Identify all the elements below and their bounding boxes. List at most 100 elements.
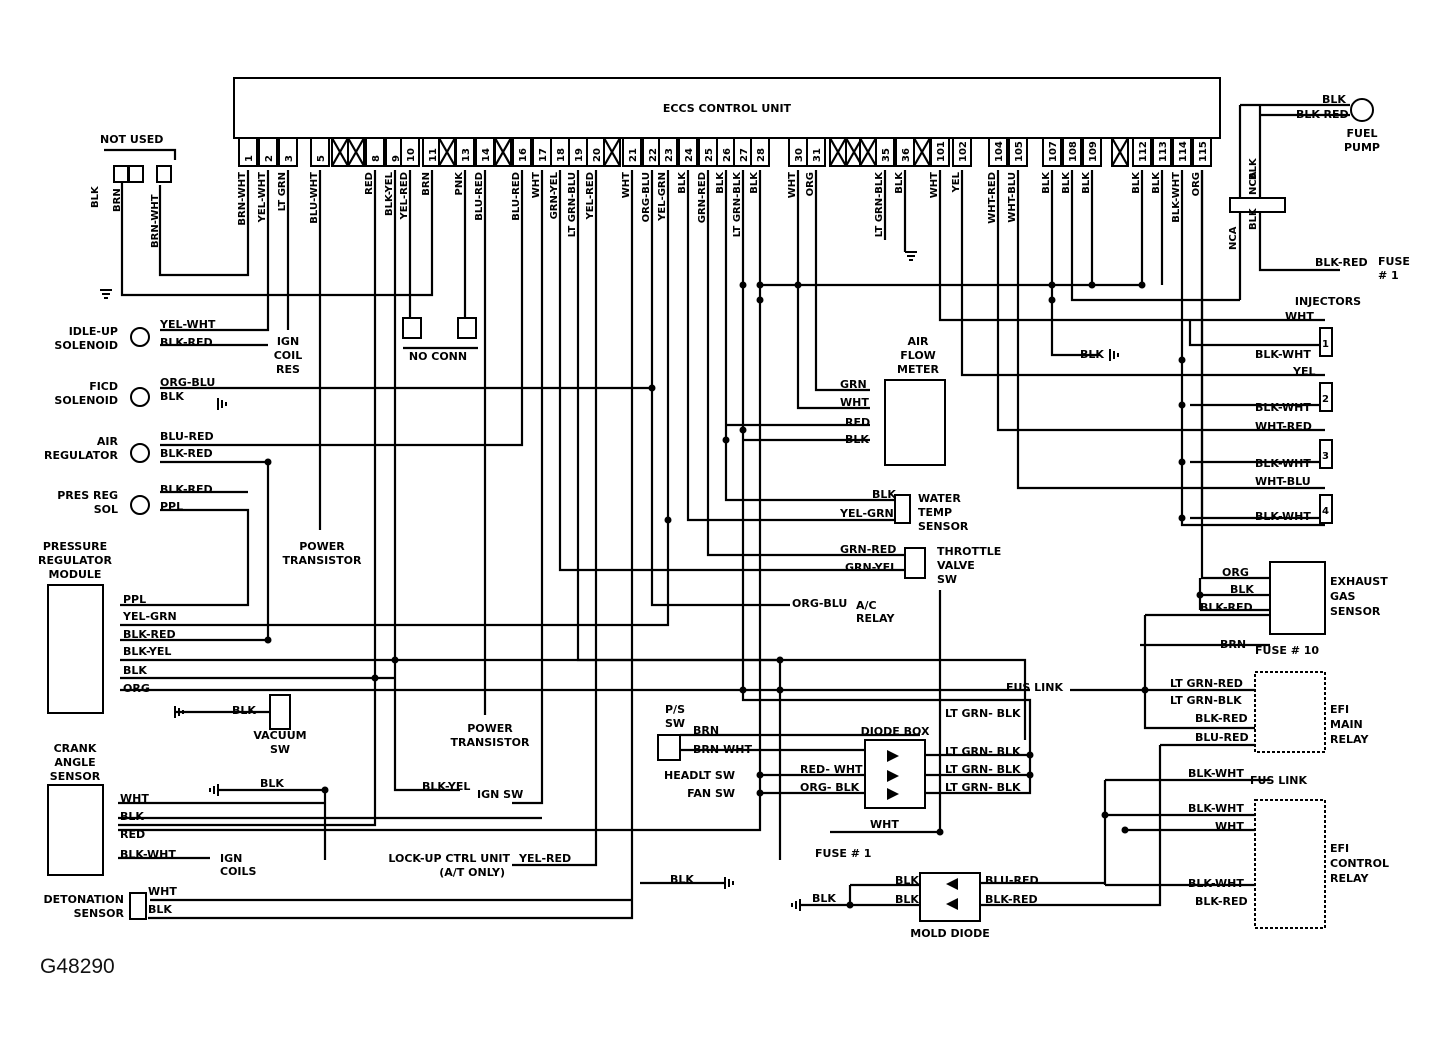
ecu-pin-number: 9: [391, 155, 402, 162]
pres-reg-sol-label-1: PRES REG: [57, 489, 118, 502]
ecu-pin-cell: [512, 137, 532, 167]
ecu-pin-number: 28: [756, 148, 767, 162]
wire-label: YEL-RED: [518, 852, 571, 865]
ecu-pin-cell: [952, 137, 972, 167]
wire-label: BLK: [1248, 157, 1259, 180]
ecu-pin-wire-label: YEL-GRN: [657, 172, 668, 222]
ficd-solenoid-label-1: FICD: [89, 380, 118, 393]
wire-label: BLK: [260, 777, 284, 790]
wire-label: WHT: [1285, 310, 1314, 323]
wire-label: YEL: [1292, 365, 1316, 378]
ecu-pin-wire-label: BLU-RED: [511, 172, 522, 221]
no-conn-label: NO CONN: [409, 350, 467, 363]
wire-label: BLK: [895, 893, 919, 906]
wire-color-labels: BLK BRN BRN-WHT YEL-WHT BLK-RED ORG-BLU …: [90, 93, 1368, 916]
ecu-pin-number: 105: [1014, 141, 1025, 162]
ecu-pin-wire-label: LT GRN-BLU: [567, 172, 578, 237]
ecu-pin-wire-label: BLK-YEL: [384, 171, 395, 216]
idle-up-solenoid-label-2: SOLENOID: [54, 339, 118, 352]
fus-link-label-2: FUS LINK: [1250, 774, 1308, 787]
ecu-pin-number: 13: [461, 148, 472, 162]
ecu-pin-number: 11: [428, 148, 439, 162]
power-transistor-2-label-2: TRANSISTOR: [451, 736, 530, 749]
detonation-label-2: SENSOR: [74, 907, 125, 920]
efi-ctrl-label-3: RELAY: [1330, 872, 1369, 885]
wire-label: ORG-BLU: [792, 597, 847, 610]
wire-label: BLK-YEL: [123, 645, 171, 658]
air-regulator-label-2: REGULATOR: [44, 449, 118, 462]
throttle-valve-switch-box: [904, 547, 926, 579]
ecu-pin-wire-label: BLU-WHT: [309, 172, 320, 224]
ecu-pin-cell: [678, 137, 698, 167]
ecu-pin-cell: [1042, 137, 1062, 167]
throttle-label-3: SW: [937, 573, 957, 586]
ecu-pin-wire-label: BLK: [1061, 171, 1072, 194]
crank-label-2: ANGLE: [54, 756, 95, 769]
ecu-pin-number: 104: [994, 141, 1005, 162]
nca-label-2: NCA: [1248, 171, 1259, 195]
wire-label: BLK: [90, 185, 101, 208]
ecu-title: ECCS CONTROL UNIT: [663, 102, 792, 115]
wire-label: BLK-WHT: [1255, 401, 1311, 414]
wire-label: RED- WHT: [800, 763, 863, 776]
fuel-pump-symbol: [1350, 98, 1374, 122]
ecu-pin-wire-label: YEL-WHT: [257, 172, 268, 224]
wire-label: BLK: [812, 892, 836, 905]
ecu-pin-wire-label: LT GRN-BLK: [732, 171, 743, 237]
ecu-pin-wire-label: BLK: [715, 171, 726, 194]
ecu-unused-pin-cell: [494, 137, 512, 167]
wire-label: WHT: [1215, 820, 1244, 833]
ecu-pin-number: 24: [684, 148, 695, 162]
mold-diode-label: MOLD DIODE: [910, 927, 990, 940]
ecu-pin-number: 2: [264, 155, 275, 162]
ign-sw-label: IGN SW: [477, 788, 523, 801]
detonation-sensor-box: [129, 892, 147, 920]
fuel-pump-label-1: FUEL: [1347, 127, 1378, 140]
wire-label: BLK-RED: [160, 483, 213, 496]
ecu-pin-wire-label: YEL-RED: [399, 172, 410, 220]
ecu-pin-number: 16: [518, 148, 529, 162]
ecu-unused-pin-cell: [438, 137, 456, 167]
wire-label: BLK: [1322, 93, 1346, 106]
ecu-pin-number: 20: [592, 148, 603, 162]
wire-label: BLK-RED: [1195, 895, 1248, 908]
ecu-pin-number: 108: [1068, 141, 1079, 162]
wire-label: BLK-RED: [160, 447, 213, 460]
ecu-pin-cell: [622, 137, 642, 167]
wire-label: YEL-GRN: [122, 610, 177, 623]
ecu-pin-wire-label: BLK: [1151, 171, 1162, 194]
ign-coil-res-label-3: RES: [276, 363, 300, 376]
ecu-pin-wire-label: BLK: [1041, 171, 1052, 194]
ecu-pin-wire-label: BLK-WHT: [1171, 172, 1182, 223]
wire-label: WHT: [120, 792, 149, 805]
fuse10-label: FUSE # 10: [1255, 644, 1319, 657]
ecu-pin-number: 30: [794, 148, 805, 162]
ecu-pin-wire-label: WHT: [531, 172, 542, 198]
wire-label: BRN: [1220, 638, 1246, 651]
ecu-pin-cell: [1008, 137, 1028, 167]
idle-up-solenoid-label-1: IDLE-UP: [69, 325, 118, 338]
wire-label: YEL-WHT: [159, 318, 216, 331]
ign-coils-label-2: COILS: [220, 865, 257, 878]
nca-label-1: NCA: [1228, 226, 1239, 250]
wire-label: GRN: [840, 378, 867, 391]
ecu-pin-cell: [238, 137, 258, 167]
mold-diode-box: [919, 872, 981, 922]
wire-label: WHT: [840, 396, 869, 409]
ecu-pin-wire-label: WHT: [787, 172, 798, 198]
wire-label: BLK-RED: [1195, 712, 1248, 725]
injector-2-number: 2: [1322, 394, 1329, 405]
prm-label-2: REGULATOR: [38, 554, 112, 567]
pressure-regulator-module-box: [47, 584, 104, 714]
lockup-label-1: LOCK-UP CTRL UNIT: [388, 852, 510, 865]
ecu-pin-number: 17: [538, 148, 549, 162]
ecu-pin-wire-label: PNK: [454, 171, 465, 196]
ecu-pin-wire-label: BRN-WHT: [237, 172, 248, 226]
no-conn-connectors: [402, 317, 478, 350]
wire-label: YEL-GRN: [839, 507, 894, 520]
ecu-pin-cell: [365, 137, 385, 167]
ecu-pin-number: 19: [574, 148, 585, 162]
ecu-pin-number: 113: [1158, 141, 1169, 162]
